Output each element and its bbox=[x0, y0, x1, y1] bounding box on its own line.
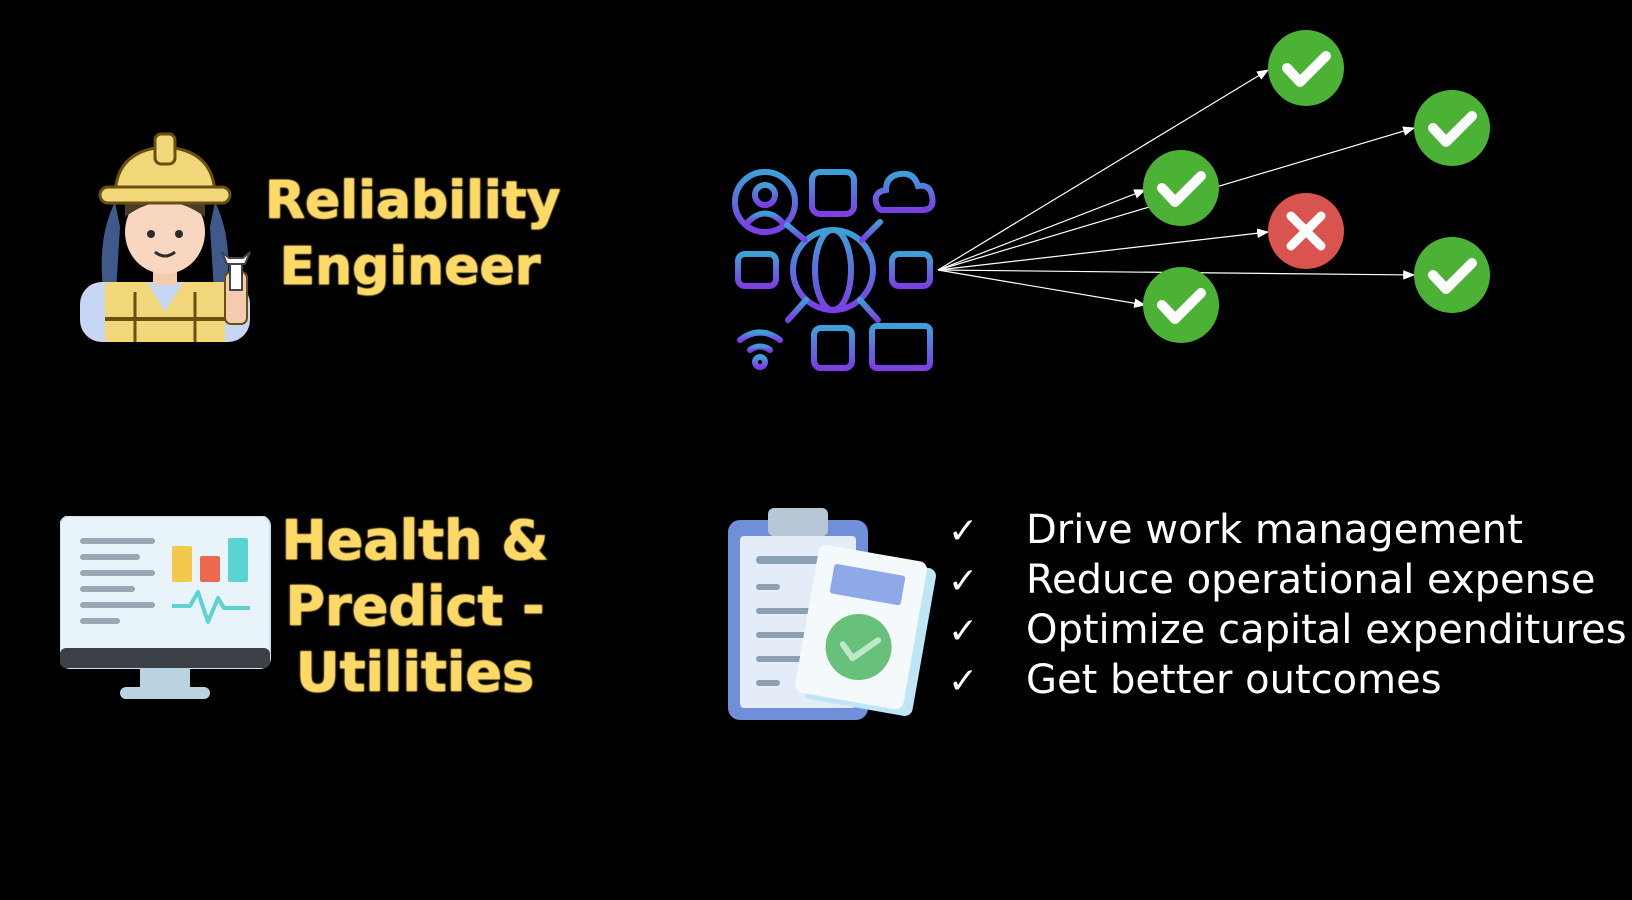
benefit-text: Reduce operational expense bbox=[1026, 557, 1596, 603]
outcome-3 bbox=[1143, 150, 1219, 226]
outcome-2 bbox=[1414, 90, 1490, 166]
clipboard-report-icon bbox=[728, 508, 936, 720]
x-icon bbox=[1286, 211, 1326, 251]
check-icon bbox=[1157, 288, 1206, 324]
arrow-6 bbox=[937, 269, 1147, 308]
product-title-line-3: Utilities bbox=[295, 640, 535, 705]
outcome-5 bbox=[1414, 237, 1490, 313]
monitor-dashboard-icon bbox=[60, 516, 271, 699]
benefit-item: ✓ Reduce operational expense bbox=[948, 555, 1627, 605]
check-mark-icon: ✓ bbox=[948, 661, 979, 702]
benefit-text: Drive work management bbox=[1026, 507, 1523, 553]
arrow-3 bbox=[937, 189, 1147, 271]
benefit-text: Optimize capital expenditures bbox=[1026, 607, 1627, 653]
outcome-6 bbox=[1143, 267, 1219, 343]
role-title: Reliability Engineer bbox=[264, 168, 561, 300]
benefit-item: ✓ Drive work management bbox=[948, 505, 1627, 555]
check-mark-icon: ✓ bbox=[948, 611, 979, 652]
check-icon bbox=[1157, 171, 1206, 207]
arrow-1 bbox=[937, 69, 1270, 271]
benefit-text: Get better outcomes bbox=[1026, 657, 1442, 703]
check-mark-icon: ✓ bbox=[948, 561, 979, 602]
role-title-line-2: Engineer bbox=[279, 236, 541, 298]
outcome-4 bbox=[1268, 193, 1344, 269]
arrow-4 bbox=[937, 228, 1270, 271]
check-icon bbox=[1428, 111, 1477, 147]
check-icon bbox=[1282, 51, 1331, 87]
worker-icon bbox=[80, 132, 251, 342]
benefits-list: ✓ Drive work management ✓ Reduce operation… bbox=[948, 505, 1627, 705]
check-icon bbox=[1428, 258, 1477, 294]
check-mark-icon: ✓ bbox=[948, 511, 979, 552]
product-title-line-2: Predict - bbox=[285, 574, 546, 639]
product-title-line-1: Health & bbox=[281, 508, 549, 573]
network-globe-icon bbox=[732, 169, 936, 371]
product-title: Health & Predict - Utilities bbox=[280, 508, 550, 706]
network-diagram bbox=[732, 30, 1490, 371]
role-title-line-1: Reliability bbox=[264, 170, 561, 232]
outcome-1 bbox=[1268, 30, 1344, 106]
benefit-item: ✓ Optimize capital expenditures bbox=[948, 605, 1627, 655]
benefit-item: ✓ Get better outcomes bbox=[948, 655, 1627, 705]
